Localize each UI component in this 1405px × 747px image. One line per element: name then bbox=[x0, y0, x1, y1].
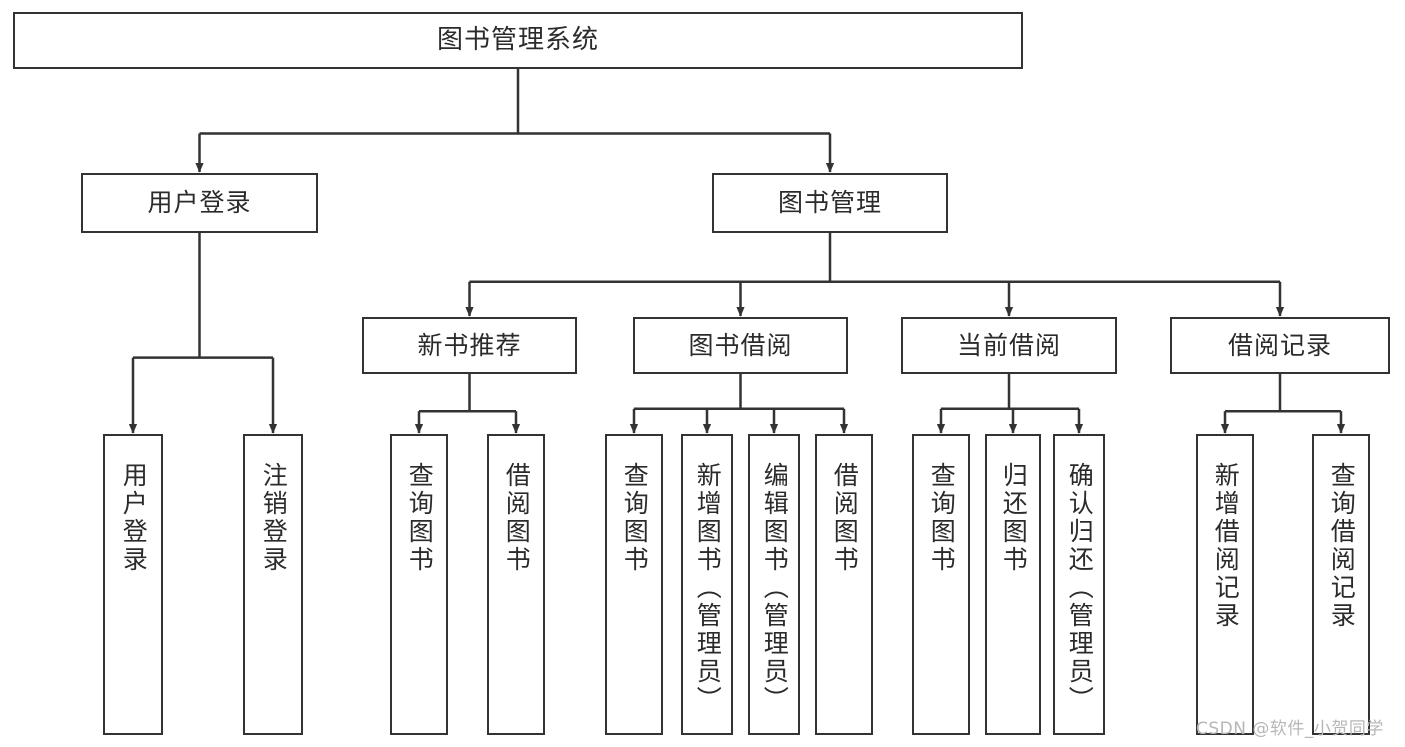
node-root[interactable]: 图书管理系统 bbox=[13, 12, 1023, 69]
leaf-edit-book-label: 编辑图书（管理员） bbox=[760, 462, 790, 714]
leaf-query-book-3[interactable]: 查询图书 bbox=[912, 434, 970, 735]
node-book-manage-label: 图书管理 bbox=[777, 188, 882, 217]
node-user-login-label: 用户登录 bbox=[147, 188, 252, 217]
leaf-borrow-book-2[interactable]: 借阅图书 bbox=[815, 434, 873, 735]
leaf-query-book-2-label: 查询图书 bbox=[620, 462, 650, 574]
leaf-borrow-book-2-label: 借阅图书 bbox=[830, 462, 860, 574]
leaf-query-book-1-label: 查询图书 bbox=[405, 462, 435, 574]
leaf-confirm-return[interactable]: 确认归还（管理员） bbox=[1053, 434, 1105, 735]
leaf-edit-book[interactable]: 编辑图书（管理员） bbox=[748, 434, 800, 735]
node-new-book-recommend[interactable]: 新书推荐 bbox=[362, 317, 577, 374]
node-book-borrow-label: 图书借阅 bbox=[688, 330, 793, 360]
leaf-add-book-label: 新增图书（管理员） bbox=[693, 462, 723, 714]
leaf-return-book-label: 归还图书 bbox=[999, 462, 1029, 574]
node-root-label: 图书管理系统 bbox=[436, 24, 599, 55]
node-current-borrow-label: 当前借阅 bbox=[956, 330, 1061, 360]
watermark: CSDN @软件_小贺同学 bbox=[1196, 719, 1384, 739]
leaf-user-login[interactable]: 用户登录 bbox=[103, 434, 163, 735]
node-book-manage[interactable]: 图书管理 bbox=[712, 173, 948, 233]
leaf-return-book[interactable]: 归还图书 bbox=[985, 434, 1041, 735]
leaf-add-borrow-record-label: 新增借阅记录 bbox=[1211, 462, 1241, 630]
leaf-borrow-book-1[interactable]: 借阅图书 bbox=[487, 434, 545, 735]
node-current-borrow[interactable]: 当前借阅 bbox=[901, 317, 1117, 374]
leaf-query-borrow-record[interactable]: 查询借阅记录 bbox=[1312, 434, 1370, 735]
leaf-confirm-return-label: 确认归还（管理员） bbox=[1065, 462, 1095, 714]
leaf-query-book-1[interactable]: 查询图书 bbox=[390, 434, 448, 735]
node-new-book-recommend-label: 新书推荐 bbox=[417, 330, 522, 360]
node-user-login[interactable]: 用户登录 bbox=[81, 173, 318, 233]
leaf-query-book-3-label: 查询图书 bbox=[927, 462, 957, 574]
node-book-borrow[interactable]: 图书借阅 bbox=[633, 317, 848, 374]
node-borrow-record-label: 借阅记录 bbox=[1227, 330, 1332, 360]
leaf-borrow-book-1-label: 借阅图书 bbox=[502, 462, 532, 574]
leaf-logout-label: 注销登录 bbox=[259, 462, 289, 574]
leaf-add-book[interactable]: 新增图书（管理员） bbox=[681, 434, 733, 735]
leaf-user-login-label: 用户登录 bbox=[119, 462, 149, 574]
node-borrow-record[interactable]: 借阅记录 bbox=[1170, 317, 1390, 374]
leaf-add-borrow-record[interactable]: 新增借阅记录 bbox=[1196, 434, 1254, 735]
leaf-logout[interactable]: 注销登录 bbox=[243, 434, 303, 735]
leaf-query-book-2[interactable]: 查询图书 bbox=[605, 434, 663, 735]
leaf-query-borrow-record-label: 查询借阅记录 bbox=[1327, 462, 1357, 630]
